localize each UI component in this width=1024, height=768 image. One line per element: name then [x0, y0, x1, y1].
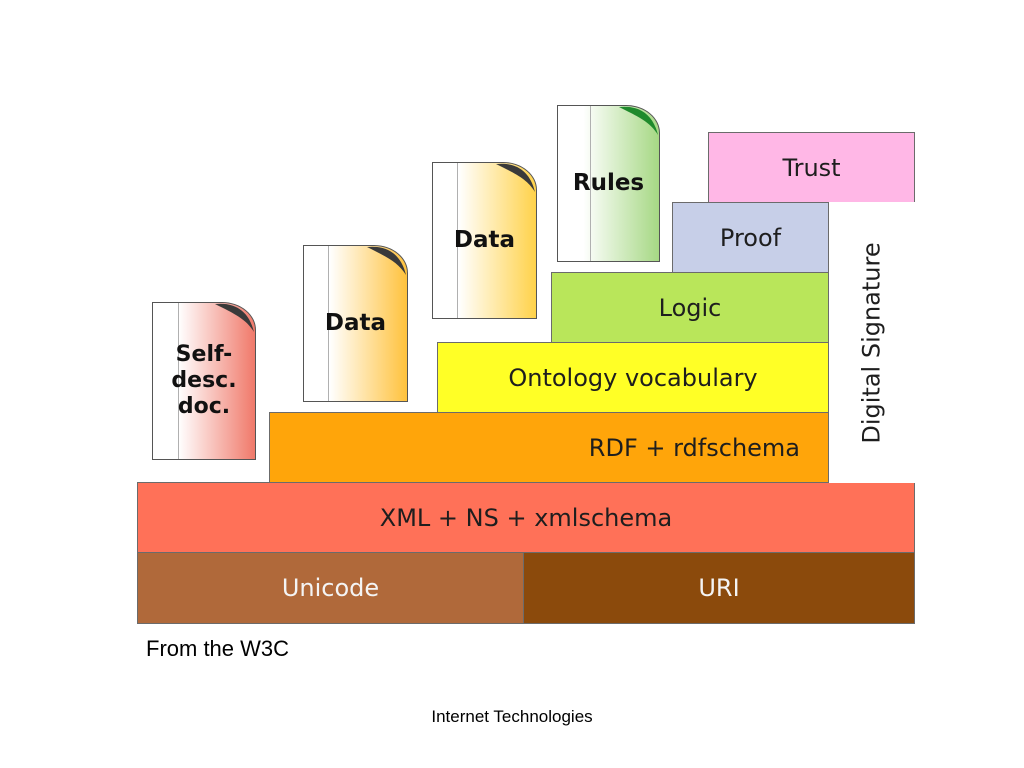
- digital-signature-label: Digital Signature: [858, 241, 886, 444]
- page-fold-icon: [496, 163, 535, 192]
- ontology-label: Ontology vocabulary: [508, 363, 758, 392]
- document-spine: [328, 246, 329, 401]
- uri-layer: URI: [523, 552, 915, 624]
- rules-document-label: Rules: [572, 169, 645, 196]
- rdf-layer: RDF + rdfschema: [269, 412, 829, 483]
- unicode-label: Unicode: [281, 574, 380, 602]
- logic-label: Logic: [658, 293, 722, 322]
- logic-layer: Logic: [551, 272, 829, 343]
- self-describing-document-label: Self- desc. doc.: [171, 342, 237, 419]
- unicode-layer: Unicode: [137, 552, 524, 624]
- digital-signature-layer: Digital Signature: [828, 202, 915, 483]
- ontology-layer: Ontology vocabulary: [437, 342, 829, 413]
- proof-layer: Proof: [672, 202, 829, 273]
- data-document-icon: Data: [432, 162, 537, 319]
- document-spine: [178, 303, 179, 459]
- page-fold-icon: [367, 246, 406, 275]
- xml-layer: XML + NS + xmlschema: [137, 482, 915, 553]
- self-describing-document-icon: Self- desc. doc.: [152, 302, 256, 460]
- data-document-label: Data: [324, 309, 387, 336]
- trust-layer: Trust: [708, 132, 915, 203]
- page-fold-icon: [619, 106, 658, 135]
- rdf-label: RDF + rdfschema: [588, 433, 800, 462]
- data-document-label: Data: [453, 226, 516, 253]
- xml-label: XML + NS + xmlschema: [379, 503, 673, 532]
- footer-title: Internet Technologies: [431, 707, 593, 726]
- trust-label: Trust: [782, 153, 841, 182]
- rules-document-icon: Rules: [557, 105, 660, 262]
- source-caption: From the W3C: [146, 636, 290, 661]
- document-spine: [590, 106, 591, 261]
- data-document-icon: Data: [303, 245, 408, 402]
- document-spine: [457, 163, 458, 318]
- page-fold-icon: [215, 303, 254, 332]
- proof-label: Proof: [719, 223, 782, 252]
- uri-label: URI: [698, 574, 740, 602]
